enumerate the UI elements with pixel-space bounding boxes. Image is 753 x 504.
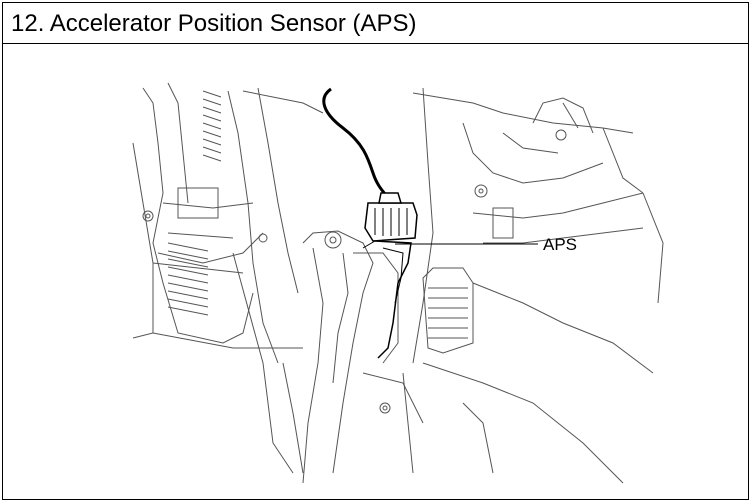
aps-sensor: [322, 87, 418, 359]
pedal-assembly-drawing: APS: [132, 82, 664, 484]
page-title: 12. Accelerator Position Sensor (APS): [11, 10, 417, 37]
left-bracket: [132, 82, 303, 349]
main-brace: [227, 87, 324, 474]
title-bar: 12. Accelerator Position Sensor (APS): [3, 3, 748, 44]
pedal-arm: [302, 230, 399, 484]
aps-callout-label: APS: [543, 235, 577, 254]
right-bracket: [412, 87, 664, 364]
lower-housing: [362, 267, 654, 484]
